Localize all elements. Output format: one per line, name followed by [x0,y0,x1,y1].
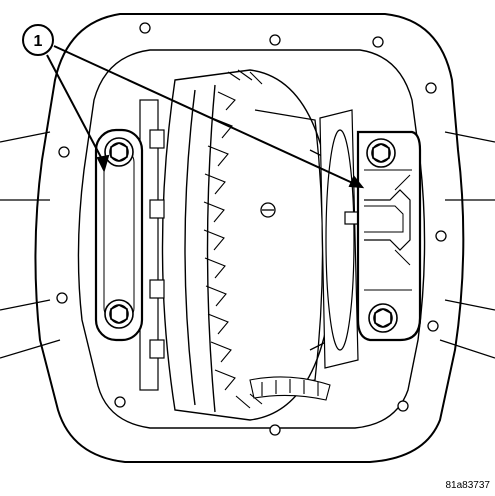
bolt-hole [58,146,70,158]
cover-bolt-holes [56,22,447,436]
housing-outer-flange [34,13,465,463]
bolt-hole [139,22,151,34]
bolt-hole [397,400,409,412]
right-bearing-housing [319,109,362,369]
axle-tube-outline [0,131,495,359]
figure-reference: 81a83737 [446,480,491,491]
ring-gear-teeth [203,69,263,409]
bolt-hole [435,230,447,242]
left-bearing-shims [139,99,165,391]
pinion-gear [249,376,331,401]
cap-bolt-upper [366,138,396,168]
callout-leaders [46,45,365,189]
bolt-hole [427,320,439,332]
left-bearing-cap [94,128,144,342]
bolt-hole [372,36,384,48]
bolt-hole [114,396,126,408]
bolt-hole [269,424,281,436]
bolt-hole [269,34,281,46]
cap-bolt-lower [104,299,134,329]
right-bearing-cap [356,130,422,342]
bolt-hole [425,82,437,94]
bolt-hole [56,292,68,304]
cap-bolt-upper [104,137,134,167]
ring-gear [161,69,336,421]
callout-number: 1 [34,33,43,50]
cap-bolt-lower [368,303,398,333]
callout-marker: 1 [22,24,54,56]
